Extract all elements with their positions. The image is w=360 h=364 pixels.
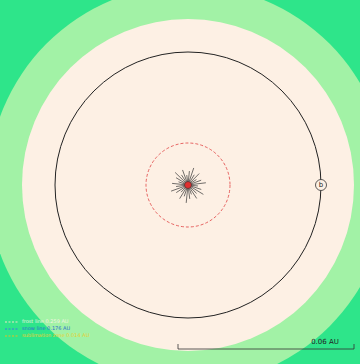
legend-sample: [5, 327, 19, 331]
legend-row: snow line 0.176 AU: [5, 325, 89, 332]
legend-text: sublimation zone 0.014 AU: [22, 332, 89, 339]
legend-text: snow line 0.176 AU: [22, 325, 70, 332]
legend: frost line 0.259 AUsnow line 0.176 AUsub…: [5, 318, 89, 339]
inner-zone: [22, 19, 354, 351]
legend-text: frost line 0.259 AU: [22, 318, 69, 325]
star: [185, 182, 192, 189]
star-rays: [171, 168, 206, 203]
legend-row: sublimation zone 0.014 AU: [5, 332, 89, 339]
legend-sample: [5, 334, 19, 338]
legend-sample: [5, 320, 19, 324]
orbit-line: [55, 52, 321, 318]
planet-marker: b: [315, 179, 327, 191]
scale-label: 0.06 AU: [311, 338, 339, 346]
planet-label: b: [319, 182, 323, 189]
zone-circle: [146, 143, 230, 227]
legend-row: frost line 0.259 AU: [5, 318, 89, 325]
